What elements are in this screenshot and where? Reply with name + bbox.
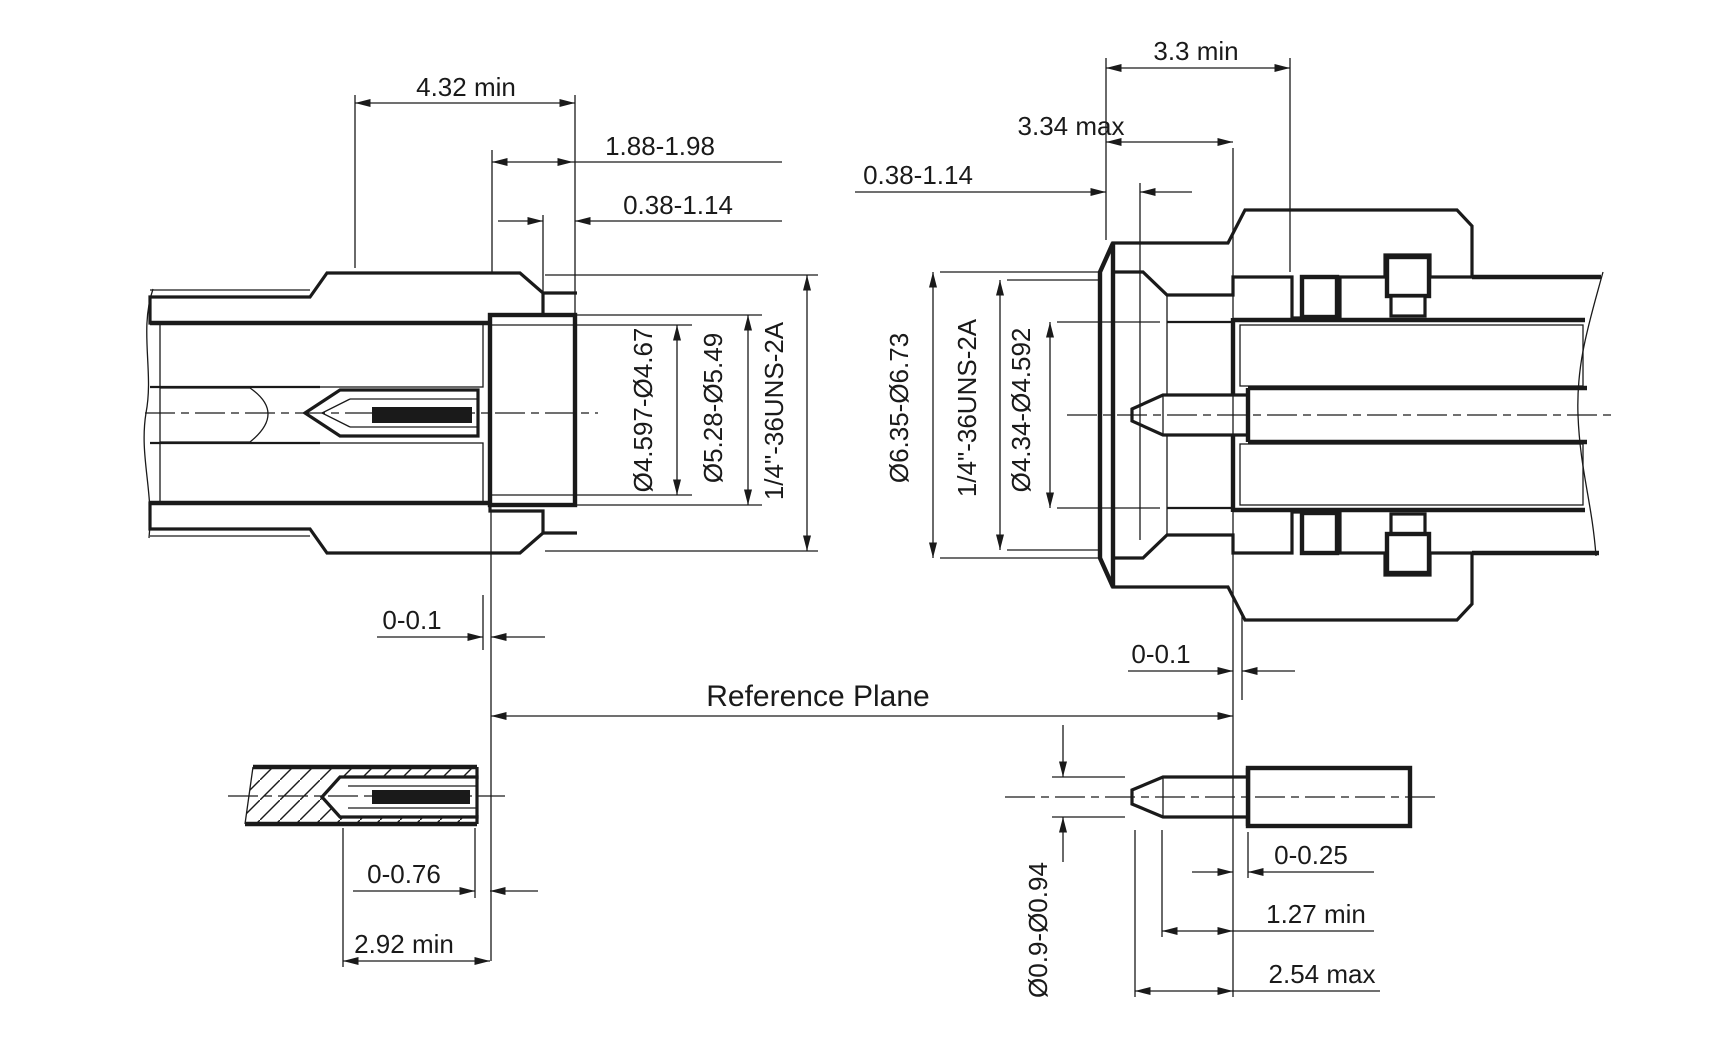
dim-left-ferrule-dia: Ø5.28-Ø5.49	[698, 333, 728, 483]
plug-seal-bottom	[1384, 531, 1432, 576]
dim-left-socket-depth: 1.88-1.98	[605, 131, 715, 161]
plug-gasket-bottom	[1299, 510, 1340, 556]
jack-outer-bottom	[148, 501, 545, 555]
dim-right-bore-dia: Ø4.34-Ø4.592	[1006, 328, 1036, 493]
dim-right-pin-min: 1.27 min	[1266, 899, 1366, 929]
left-contact-detail	[228, 764, 505, 827]
reference-plane-label: Reference Plane	[706, 680, 929, 713]
plug-gasket-top	[1299, 274, 1340, 320]
dim-right-pin-setback: 0-0.25	[1274, 840, 1348, 870]
dim-right-dielectric: 0.38-1.14	[863, 160, 973, 190]
dim-right-pin-max: 2.54 max	[1269, 959, 1376, 989]
right-pin-detail	[1005, 765, 1435, 829]
dim-left-contact-depth: 2.92 min	[354, 929, 454, 959]
dim-right-nut-length: 3.3 min	[1153, 36, 1238, 66]
dim-left-bore-dia: Ø4.597-Ø4.67	[628, 328, 658, 493]
dim-left-overall: 4.32 min	[416, 72, 516, 102]
jack-outer-top	[148, 271, 545, 325]
jack-socket-slot	[372, 407, 472, 423]
dim-right-thread: 1/4"-36UNS-2A	[952, 318, 982, 497]
dim-right-nut-dia: Ø6.35-Ø6.73	[884, 333, 914, 483]
dim-right-face-gap: 0-0.1	[1131, 639, 1190, 669]
jack-inner-hatch	[159, 387, 269, 443]
dim-left-contact-setback: 0-0.76	[367, 859, 441, 889]
jack-dielectric-top	[159, 322, 484, 388]
right-break-line	[1577, 271, 1604, 557]
dim-left-dielectric: 0.38-1.14	[623, 190, 733, 220]
right-view-plug-section	[1067, 208, 1612, 622]
dim-left-face-gap: 0-0.1	[382, 605, 441, 635]
dimension-labels: 4.32 min 1.88-1.98 0.38-1.14 Ø4.597-Ø4.6…	[354, 36, 1375, 998]
extension-lines	[342, 58, 1291, 997]
dim-right-pin-dia: Ø0.9-Ø0.94	[1023, 862, 1053, 998]
jack-dielectric-bottom	[159, 442, 484, 504]
plug-braid-bottom	[1239, 443, 1584, 506]
dimension-lines	[343, 64, 1380, 995]
plug-braid-top	[1239, 324, 1584, 387]
dim-right-nut-depth: 3.34 max	[1018, 111, 1125, 141]
jack-ferrule	[487, 312, 578, 508]
plug-seal-top	[1384, 254, 1432, 299]
dim-left-thread: 1/4"-36UNS-2A	[759, 321, 789, 500]
left-view-jack-section	[143, 271, 598, 555]
plug-shell-top	[1111, 208, 1474, 320]
plug-shell-bottom	[1111, 510, 1474, 622]
detail-socket-slot	[372, 790, 470, 804]
